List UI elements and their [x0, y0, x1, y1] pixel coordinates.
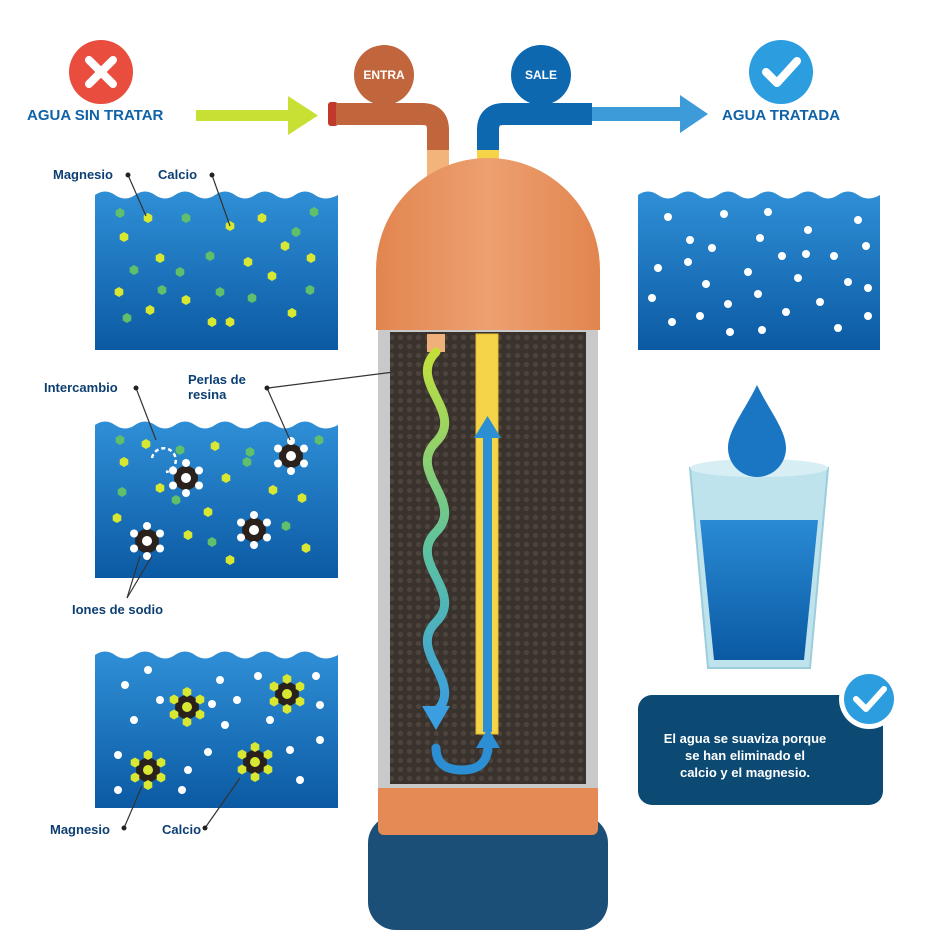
untreated-label: AGUA SIN TRATAR [27, 107, 163, 124]
label-intercambio: Intercambio [44, 380, 118, 395]
entra-label: ENTRA [354, 68, 414, 82]
treated-badge [749, 40, 813, 104]
up-flow [483, 432, 492, 732]
label-magnesio-top: Magnesio [53, 167, 113, 182]
untreated-badge [69, 40, 133, 104]
label-calcio-bottom: Calcio [162, 822, 201, 837]
outflow-arrow [592, 95, 708, 133]
label-iones: Iones de sodio [72, 602, 163, 617]
water-drop-icon [728, 385, 786, 477]
treated-label: AGUA TRATADA [722, 107, 840, 124]
message-line-1: El agua se suaviza porque [645, 730, 845, 747]
label-calcio-top: Calcio [158, 167, 197, 182]
soft-water-panel [638, 192, 880, 351]
label-perlas: Perlas de resina [188, 372, 268, 402]
sale-label: SALE [511, 68, 571, 82]
softener-tank [368, 158, 608, 930]
exchange-panel [95, 422, 338, 579]
inflow-arrow [196, 96, 318, 135]
label-magnesio-bottom: Magnesio [50, 822, 110, 837]
message-line-3: calcio y el magnesio. [645, 764, 845, 781]
hard-water-panel [95, 192, 338, 351]
captured-panel [95, 652, 338, 809]
glass-of-water [690, 459, 828, 668]
message-line-2: se han eliminado el [645, 747, 845, 764]
